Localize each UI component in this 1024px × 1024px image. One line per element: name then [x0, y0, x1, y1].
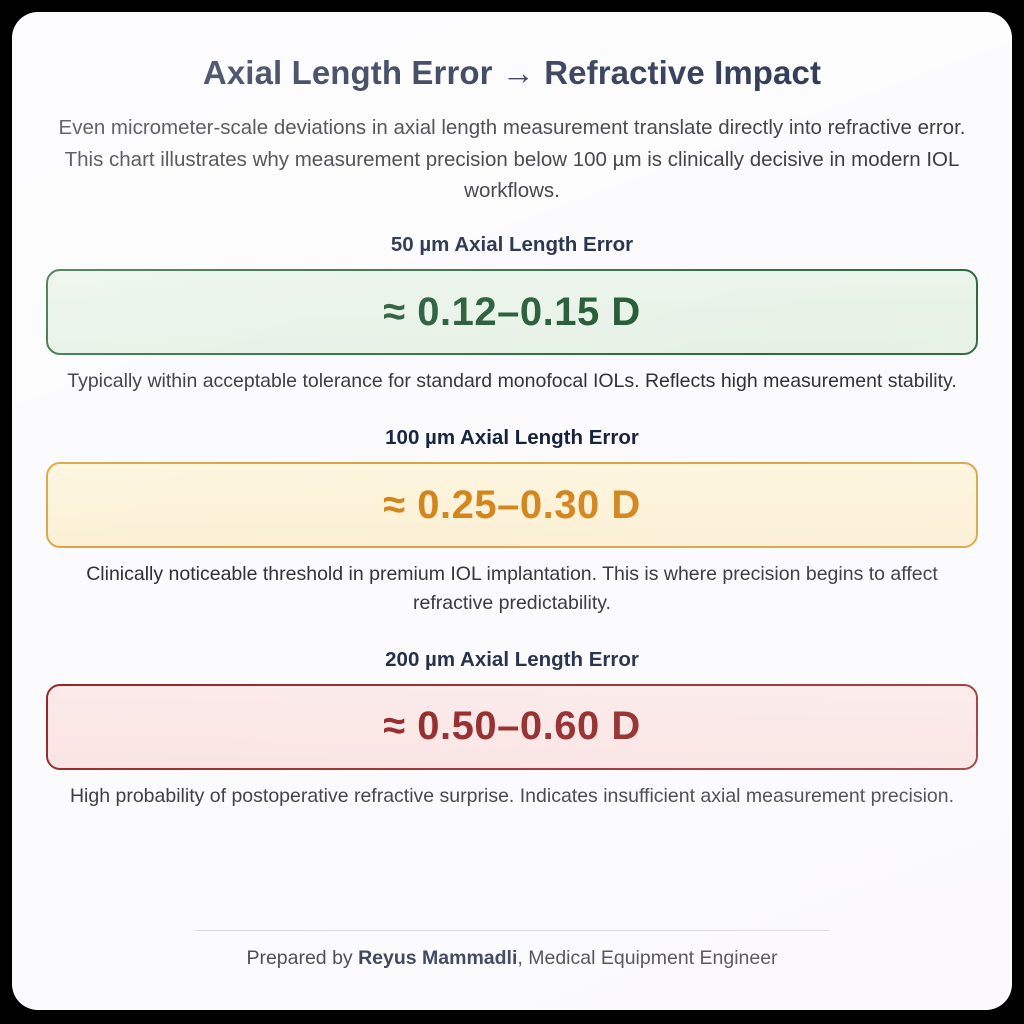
- tier-value-200um: ≈ 0.50–0.60 D: [383, 704, 641, 749]
- subtitle-text: Even micrometer-scale deviations in axia…: [58, 115, 966, 203]
- tier-label-50um: 50 µm Axial Length Error: [390, 233, 634, 257]
- tier-value-50um: ≈ 0.12–0.15 D: [383, 289, 641, 334]
- tier-description-200um: High probability of postoperative refrac…: [69, 784, 955, 807]
- page-title: Axial Length Error → Refractive Impact: [202, 54, 822, 91]
- footer: Prepared by Reyus Mammadli, Medical Equi…: [46, 924, 978, 988]
- tier-label-200um: 200 µm Axial Length Error: [385, 647, 639, 671]
- tier-label-100um: 100 µm Axial Length Error: [385, 426, 639, 450]
- tier-value-box-200um: ≈ 0.50–0.60 D: [46, 683, 978, 770]
- tier-value-box-50um: ≈ 0.12–0.15 D: [46, 269, 978, 356]
- tier-value-box-100um: ≈ 0.25–0.30 D: [46, 462, 978, 549]
- tier-description-50um: Typically within acceptable tolerance fo…: [67, 370, 957, 393]
- footer-divider: [195, 930, 829, 931]
- footer-suffix: , Medical Equipment Engineer: [517, 947, 778, 969]
- infographic-panel: Axial Length Error → Refractive Impact E…: [12, 12, 1012, 1010]
- tier-description-100um: Clinically noticeable threshold in premi…: [86, 563, 938, 614]
- tier-value-100um: ≈ 0.25–0.30 D: [383, 482, 641, 527]
- footer-prefix: Prepared by: [246, 947, 359, 969]
- tier-block-50um: 50 µm Axial Length Error ≈ 0.12–0.15 D T…: [46, 233, 978, 422]
- footer-author: Reyus Mammadli: [358, 947, 518, 969]
- tier-block-200um: 200 µm Axial Length Error ≈ 0.50–0.60 D …: [46, 648, 978, 837]
- footer-credit: Prepared by Reyus Mammadli, Medical Equi…: [46, 947, 978, 988]
- tier-block-100um: 100 µm Axial Length Error ≈ 0.25–0.30 D …: [46, 426, 978, 644]
